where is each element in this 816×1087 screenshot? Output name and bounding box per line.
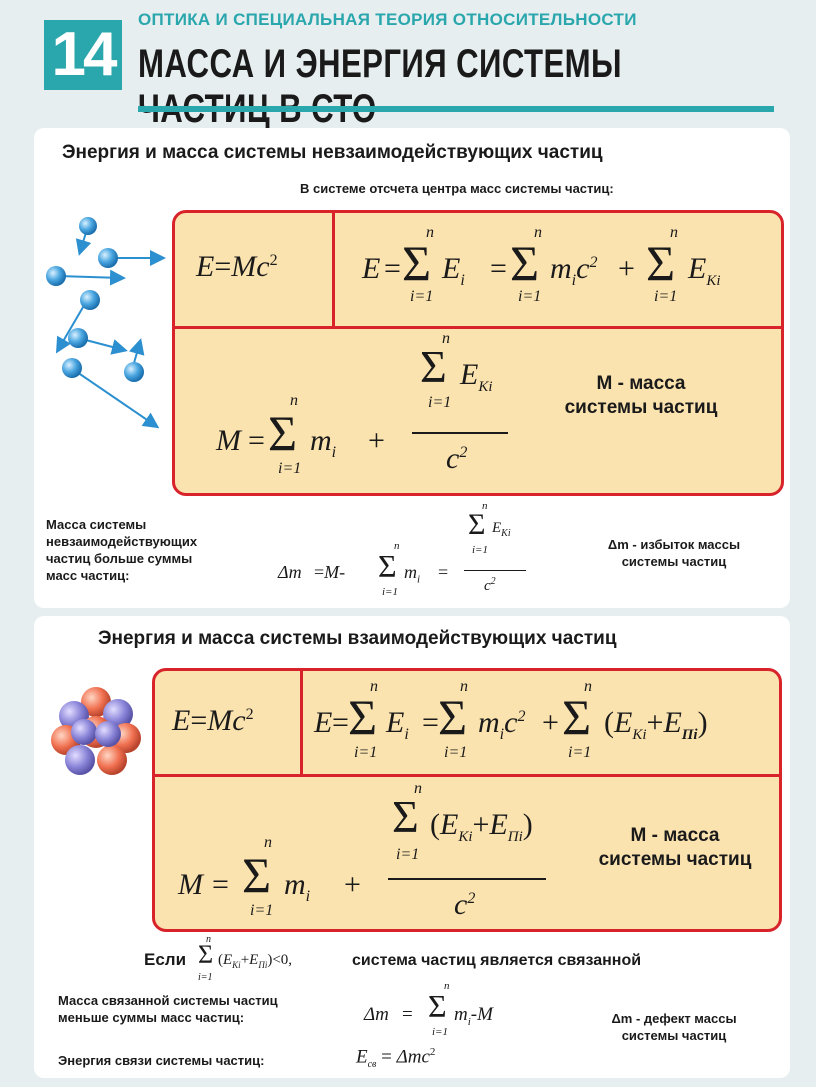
box-divider	[154, 774, 780, 777]
heading-interacting: Энергия и масса системы взаимодействующи…	[98, 628, 617, 649]
nucleus-illustration	[51, 687, 141, 775]
formula-mass-energy-2: E=Mc2	[172, 704, 254, 737]
binding-energy-description: Энергия связи системы частиц:	[58, 1053, 265, 1068]
section-number-badge: 14	[44, 20, 122, 90]
box-divider	[174, 326, 782, 329]
excess-label: Δm - избыток массы системы частиц	[607, 537, 741, 569]
defect-label: Δm - дефект массы системы частиц	[611, 1011, 737, 1043]
bound-statement: система частиц является связанной	[352, 952, 642, 969]
formula-mass-defect: Δm = n Σ i=1 mi-M	[364, 980, 493, 1038]
formula-mass-energy-1: E=Mc2	[196, 250, 278, 283]
mass-label-2: M - масса системы частиц	[598, 825, 752, 870]
page-title: МАССА И ЭНЕРГИЯ СИСТЕМЫ ЧАСТИЦ В СТО	[138, 42, 622, 131]
bound-condition: n Σ i=1 (EKi+EПi)<0,	[198, 934, 293, 983]
formula-binding-energy: Eсв = Δmc2	[356, 1046, 436, 1071]
excess-description: Масса системы невзаимодействующих частиц…	[46, 517, 198, 583]
formula-energy-sum-2: E = n Σ i=1 Ei = n Σ i=1 mic2 + n Σ i=1 …	[314, 678, 708, 761]
formula-mass-1: M = n Σ i=1 mi + n Σ i=1 EKi c2	[216, 330, 516, 484]
formula-mass-2: M = n Σ i=1 mi + n Σ i=1 (EKi+EПi) c2	[178, 780, 558, 928]
heading-noninteracting: Энергия и масса системы невзаимодействую…	[62, 142, 603, 163]
bound-prefix: Если	[144, 950, 187, 969]
formula-mass-excess: Δm =M- n Σ i=1 mi = n Σ i=1 EKi c2	[278, 500, 548, 604]
cm-frame-note: В системе отсчета центра масс системы ча…	[300, 181, 614, 196]
title-underline	[138, 106, 774, 112]
defect-description: Масса связанной системы частиц меньше су…	[58, 993, 278, 1025]
mass-label-1: M - масса системы частиц	[564, 373, 718, 418]
particles-illustration	[46, 217, 166, 429]
section-subtitle: ОПТИКА И СПЕЦИАЛЬНАЯ ТЕОРИЯ ОТНОСИТЕЛЬНО…	[138, 10, 637, 29]
formula-box-noninteracting	[172, 210, 784, 496]
formula-energy-sum-1: E = n Σ i=1 Ei = n Σ i=1 mic2 + n Σ i=1 …	[362, 224, 721, 305]
box-divider	[332, 212, 335, 326]
formula-box-interacting	[152, 668, 782, 932]
box-divider	[300, 670, 303, 774]
